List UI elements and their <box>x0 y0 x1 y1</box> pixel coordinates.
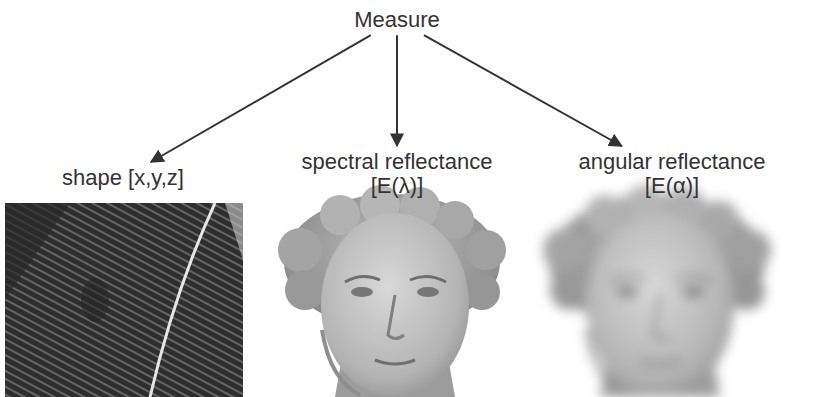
angular-reflectance-image <box>543 185 771 397</box>
arrow-connector <box>424 35 622 146</box>
node-label: Measure <box>354 8 440 32</box>
text-node: spectral reflectance [E(λ)] <box>277 150 517 198</box>
text-node: Measure <box>354 8 440 32</box>
text-node: shape [x,y,z] <box>62 166 184 190</box>
spectral-reflectance-image <box>278 185 506 397</box>
arrow-connector <box>151 35 371 162</box>
node-label: spectral reflectance [E(λ)] <box>277 150 517 198</box>
node-label: shape [x,y,z] <box>62 166 184 190</box>
node-label: angular reflectance [E(α)] <box>552 150 792 198</box>
text-node: angular reflectance [E(α)] <box>552 150 792 198</box>
arrow-connector <box>396 35 398 146</box>
shape-scan-image <box>5 203 243 397</box>
